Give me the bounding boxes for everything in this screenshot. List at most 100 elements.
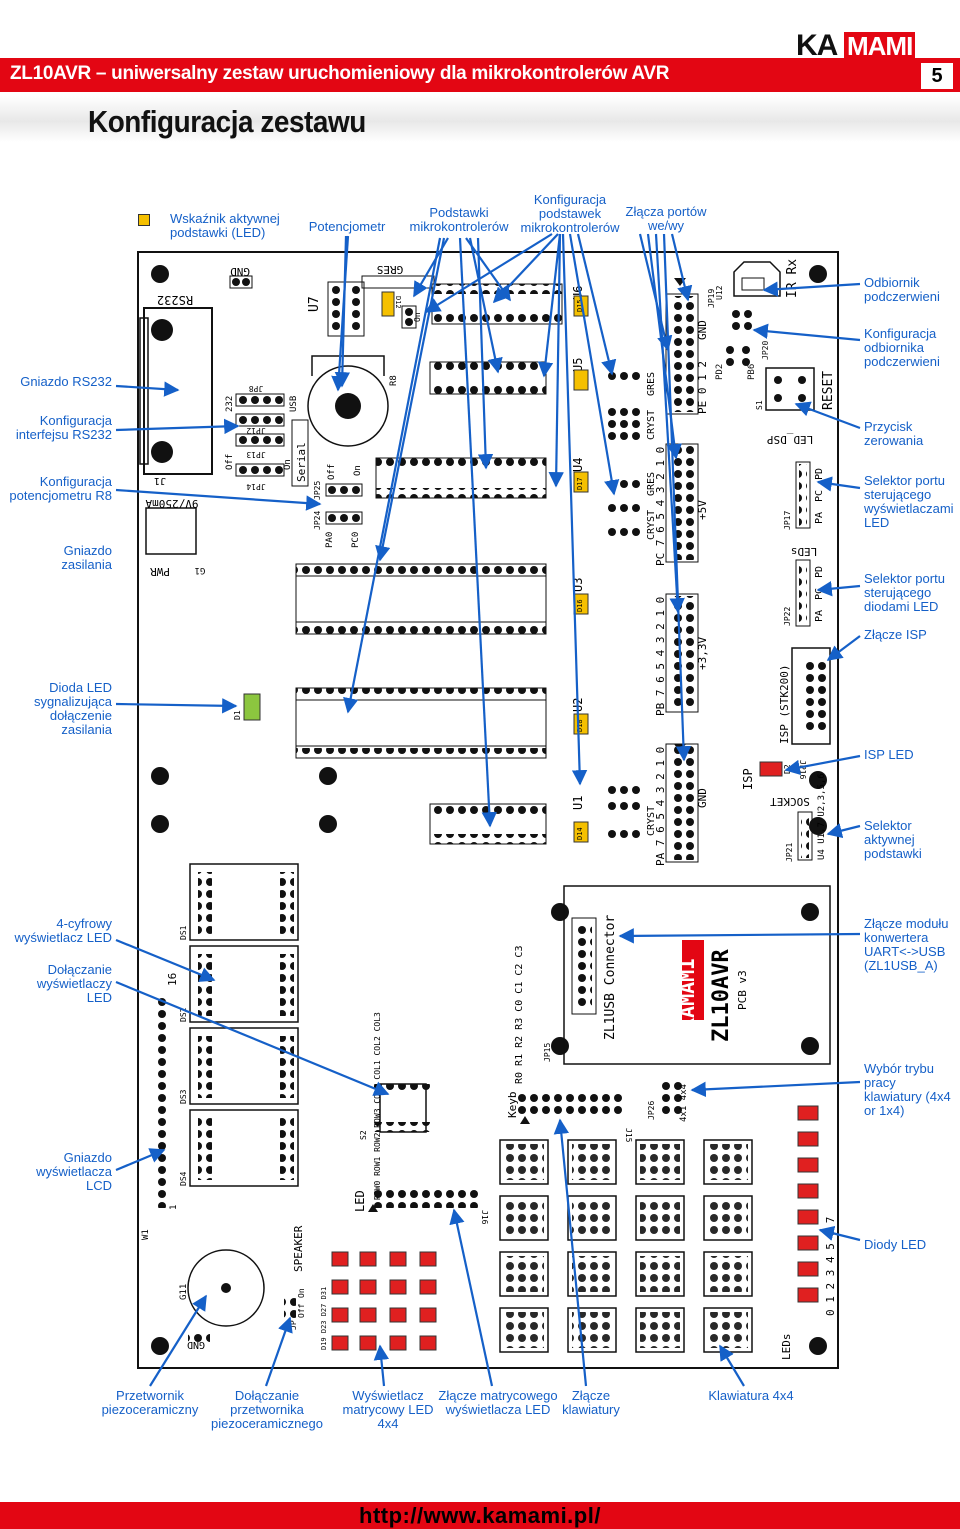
silk-plus5: +5V: [696, 500, 709, 520]
label-left-2: Konfiguracja potencjometru R8: [9, 474, 112, 503]
label-right-4: Selektor portu sterującego diodami LED: [864, 571, 945, 614]
silk-kamami-logo: KAMAMI: [675, 958, 699, 1030]
silk-d15: D15: [576, 299, 584, 312]
silk-pc0: PC0: [351, 532, 361, 548]
label-left-7: Gniazdo wyświetlacza LCD: [36, 1150, 112, 1193]
silk-w1: W1: [141, 1229, 151, 1240]
silk-jp-spk: JP: [289, 1320, 298, 1330]
silk-232: 232: [225, 396, 235, 412]
gnd-pins-top: GND: [229, 265, 253, 289]
silk-u7: U7: [307, 296, 322, 312]
silk-jp25: JP25: [313, 481, 322, 500]
leds-column: [797, 1105, 819, 1303]
silk-sockets: U4 U1,7 U2,3,5,6: [817, 773, 827, 860]
silk-off-rs: Off: [225, 454, 235, 470]
speaker-g11: G11 GND SPEAKER Off On JP: [179, 1225, 306, 1350]
page-number: 5: [921, 63, 953, 89]
silk-s2: S2: [359, 1130, 368, 1140]
label-right-10: Diody LED: [864, 1237, 927, 1252]
silk-on-jp1: On: [413, 312, 422, 322]
u2-pins-top: [296, 688, 546, 698]
label-bottom-5: Klawiatura 4x4: [708, 1388, 794, 1403]
silk-ds2: DS2: [179, 1007, 188, 1022]
silk-led-matrix: LED: [353, 1190, 367, 1212]
silk-jp26: JP26: [647, 1101, 656, 1120]
silk-j1: J1: [154, 475, 166, 486]
silk-gres-2: GRES: [646, 472, 657, 496]
u2-pins-bottom: [296, 748, 546, 758]
led-matrix-header: LED ROW0 ROW1 ROW2 ROW3 COL0 COL1 COL2 C…: [353, 1012, 489, 1225]
silk-u1: U1: [571, 796, 585, 810]
section-title: Konfiguracja zestawu: [88, 104, 366, 139]
label-bottom-3: Złącze matrycowego wyświetlacza LED: [438, 1388, 558, 1417]
label-left-6: Dołączanie wyświetlaczy LED: [36, 962, 112, 1005]
dip-switch-s2: S2: [359, 1083, 434, 1140]
footer-bar: [0, 1502, 960, 1529]
silk-usb: USB: [289, 396, 299, 412]
u3-pins-top: [296, 564, 546, 574]
label-zlacza-portow: Złącza portów we/wy: [625, 204, 707, 233]
jumper-jp1: On: [401, 305, 422, 329]
silk-d16: D16: [576, 599, 584, 612]
silk-u12: U12: [715, 285, 724, 300]
label-bottom-4: Złącze klawiatury: [562, 1388, 620, 1417]
header-bar: [0, 58, 960, 92]
footer-url[interactable]: http://www.kamami.pl/: [359, 1503, 601, 1528]
label-right-8: Złącze modułu konwertera UART<->USB (ZL1…: [864, 916, 949, 973]
silk-d14: D14: [576, 827, 584, 840]
keyboard-mode-jumper: JP26 4x1 4x4: [647, 1080, 689, 1122]
silk-pb-row: PB 7 6 5 4 3 2 1 0: [654, 597, 667, 716]
silk-pc-17: PC: [814, 490, 825, 502]
keyboard-header: Keyb JP15 R0 R1 R2 R3 C0 C1 C2 C3 J15: [506, 946, 633, 1143]
silk-r8: R8: [389, 375, 399, 386]
silk-dmatrix: D19 D23 D27 D31: [320, 1287, 328, 1350]
silk-ds4: DS4: [179, 1171, 188, 1186]
silk-cryst-2: CRYST: [646, 510, 657, 540]
label-podstawki: Podstawki mikrokontrolerów: [409, 205, 509, 234]
silk-off-spk: Off: [297, 1303, 306, 1318]
keypad-pins: [504, 1144, 748, 1348]
label-right-6: ISP LED: [864, 747, 914, 762]
silk-g1: G1: [195, 565, 206, 575]
silk-j15: J15: [624, 1128, 633, 1143]
label-wskaznik: Wskaźnik aktywnej podstawki (LED): [170, 211, 280, 240]
silk-ds1: DS1: [179, 925, 188, 940]
silk-pd-22: PD: [814, 566, 825, 578]
label-bottom-1: Dołączanie przetwornika piezoceramiczneg…: [210, 1388, 323, 1431]
silk-socket: SOCKET: [770, 795, 810, 808]
label-right-9: Wybór trybu pracy klawiatury (4x4 or 1x4…: [864, 1061, 951, 1118]
silk-u5: U5: [571, 358, 585, 372]
silk-pwr: PWR: [150, 565, 170, 578]
silk-d18: D18: [576, 719, 584, 732]
mounting-holes: [151, 265, 827, 1355]
silk-jp17: JP17: [783, 511, 792, 530]
silk-cryst-1: CRYST: [646, 410, 657, 440]
label-right-3: Selektor portu sterującego wyświetlaczam…: [864, 473, 954, 530]
label-left-0: Gniazdo RS232: [20, 374, 112, 389]
label-konfig-podstawek: Konfiguracja podstawek mikrokontrolerów: [520, 192, 620, 235]
silk-gnd-spk: GND: [187, 1339, 205, 1350]
cryst-gres-labels: CRYST CRYST CRYST GRES GRES: [646, 372, 657, 836]
rs232-connector: RS232 J1: [139, 293, 213, 486]
silk-off-pot: Off: [327, 464, 337, 480]
label-left-3: Gniazdo zasilania: [61, 543, 112, 572]
rs232-config-jumpers: JP8 JP12 JP13 JP14 232 USB Off On Serial: [225, 384, 309, 491]
label-potencjometr: Potencjometr: [308, 219, 386, 234]
label-bottom-0: Przetwornik piezoceramiczny: [101, 1388, 199, 1417]
silk-jp20: JP20: [761, 341, 770, 360]
silk-rs232: RS232: [157, 293, 193, 307]
led-d12: D12: [381, 291, 402, 317]
silk-gres: GRES: [377, 263, 404, 276]
silk-d1: D1: [233, 710, 242, 720]
kamami-logo: KA MAMI: [796, 30, 916, 62]
silk-pa-17: PA: [814, 512, 825, 524]
label-right-2: Przycisk zerowania: [864, 419, 924, 448]
silk-led-nums: 0 1 2 3 4 5 6 7: [824, 1217, 837, 1316]
silk-jp19: JP19: [707, 289, 716, 308]
silk-pcb: PCB v3: [736, 970, 749, 1010]
silk-led-dsp: LED_DSP: [766, 433, 813, 446]
silk-on-pot: On: [353, 465, 363, 476]
silk-16: 16: [166, 973, 179, 986]
silk-keyb: Keyb: [506, 1092, 519, 1119]
silk-jp8: JP8: [249, 384, 264, 393]
